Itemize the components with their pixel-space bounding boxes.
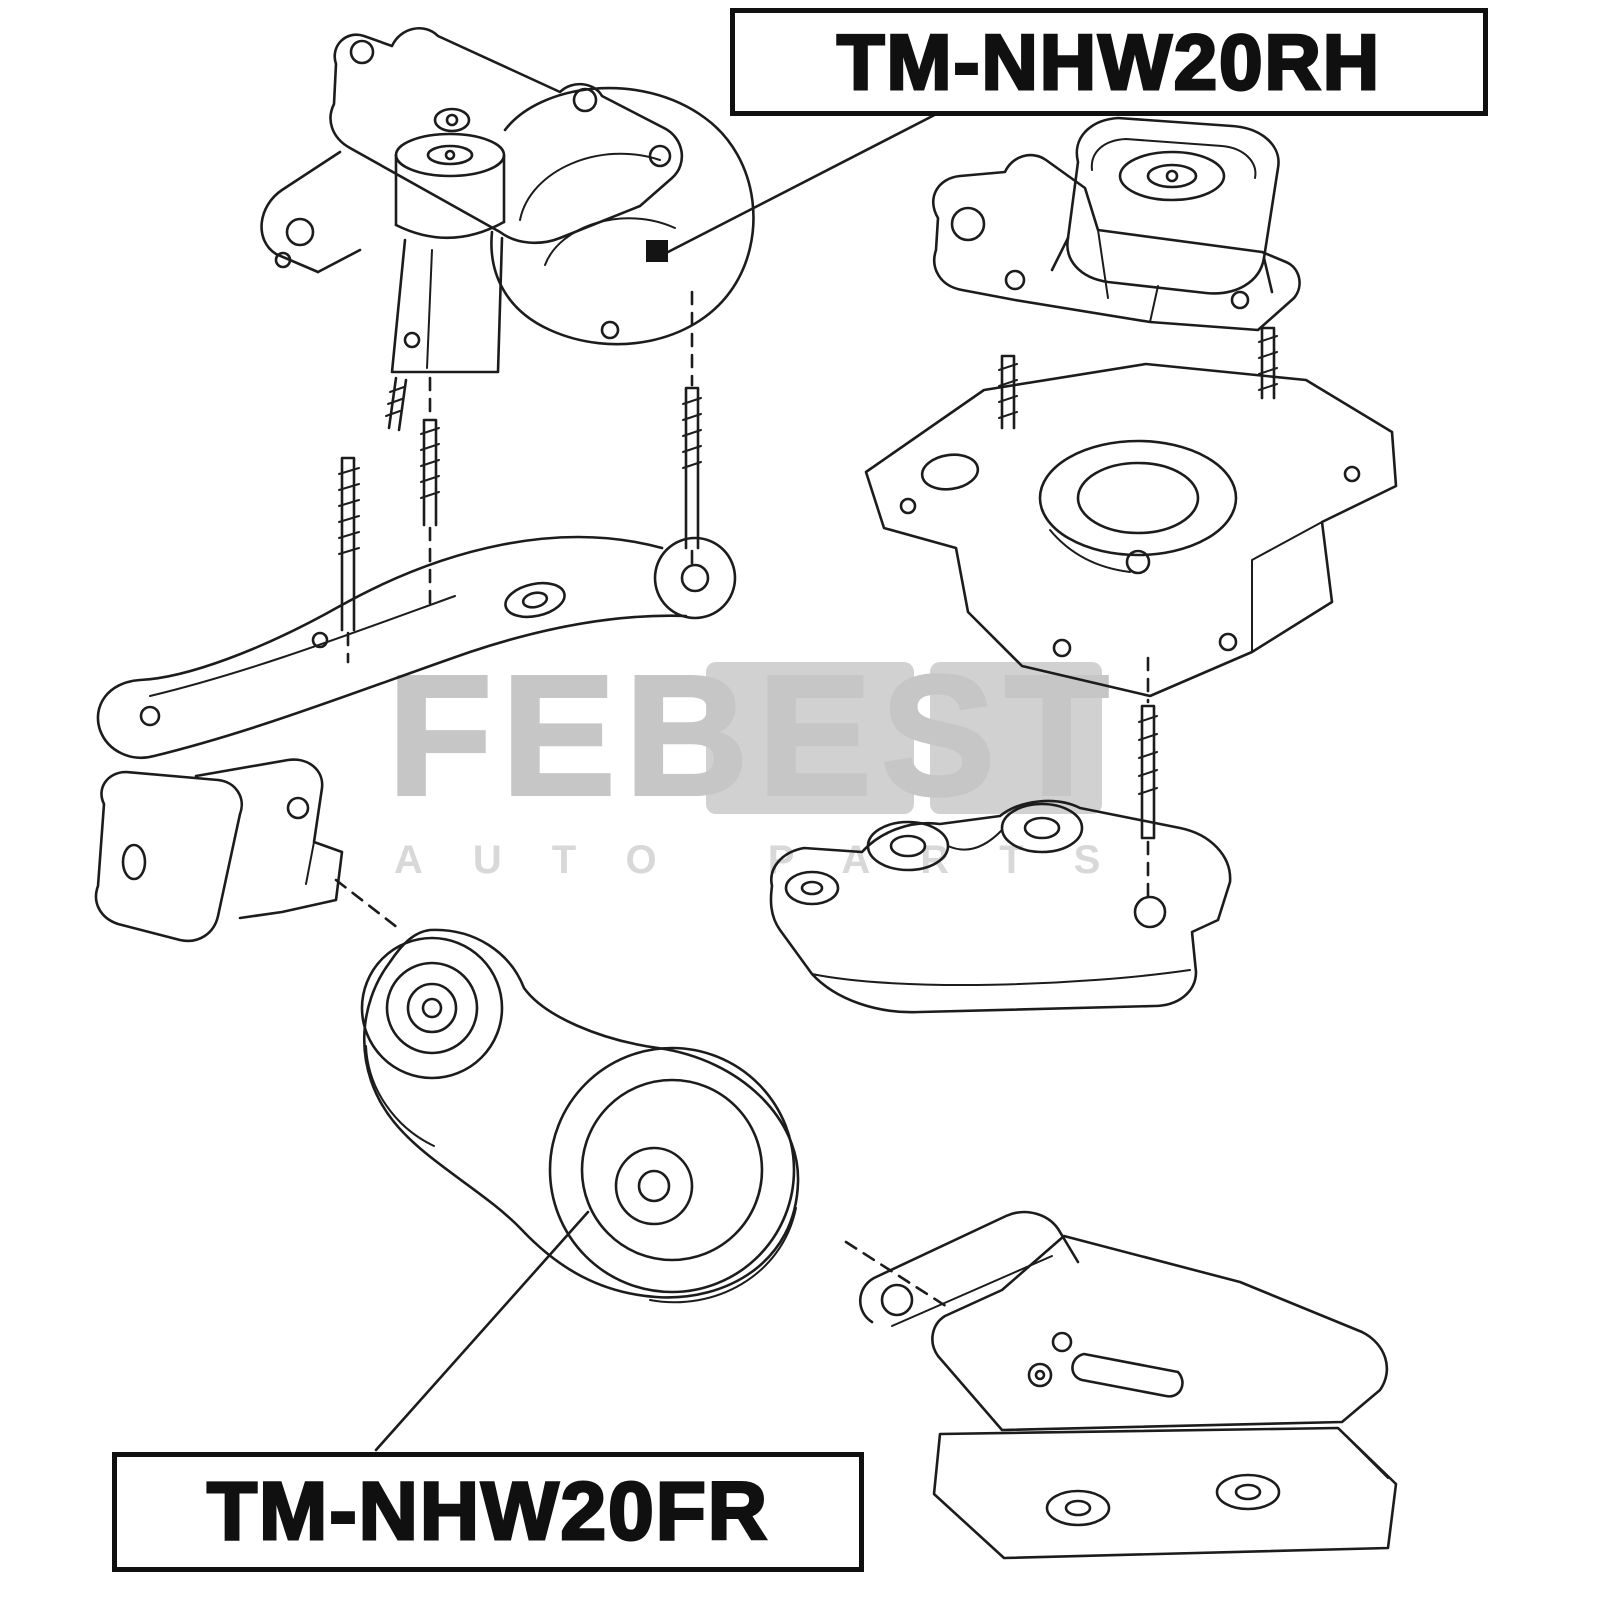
part-label-fr: TM-NHW20FR [112, 1452, 864, 1572]
part-torque-rod-mount [360, 928, 800, 1304]
part-small-side-bracket [94, 758, 400, 943]
part-front-mounting-bracket [844, 1210, 1398, 1560]
part-bracket-plate [864, 326, 1398, 900]
leader-line-rh [646, 104, 954, 262]
part-mount-insulator [932, 116, 1301, 332]
part-engine-mount-assembly [96, 27, 755, 759]
part-label-rh: TM-NHW20RH [730, 8, 1488, 116]
part-marker-square [646, 240, 668, 262]
leader-line-fr [374, 1210, 590, 1452]
part-lower-mount-bracket [769, 799, 1232, 1014]
